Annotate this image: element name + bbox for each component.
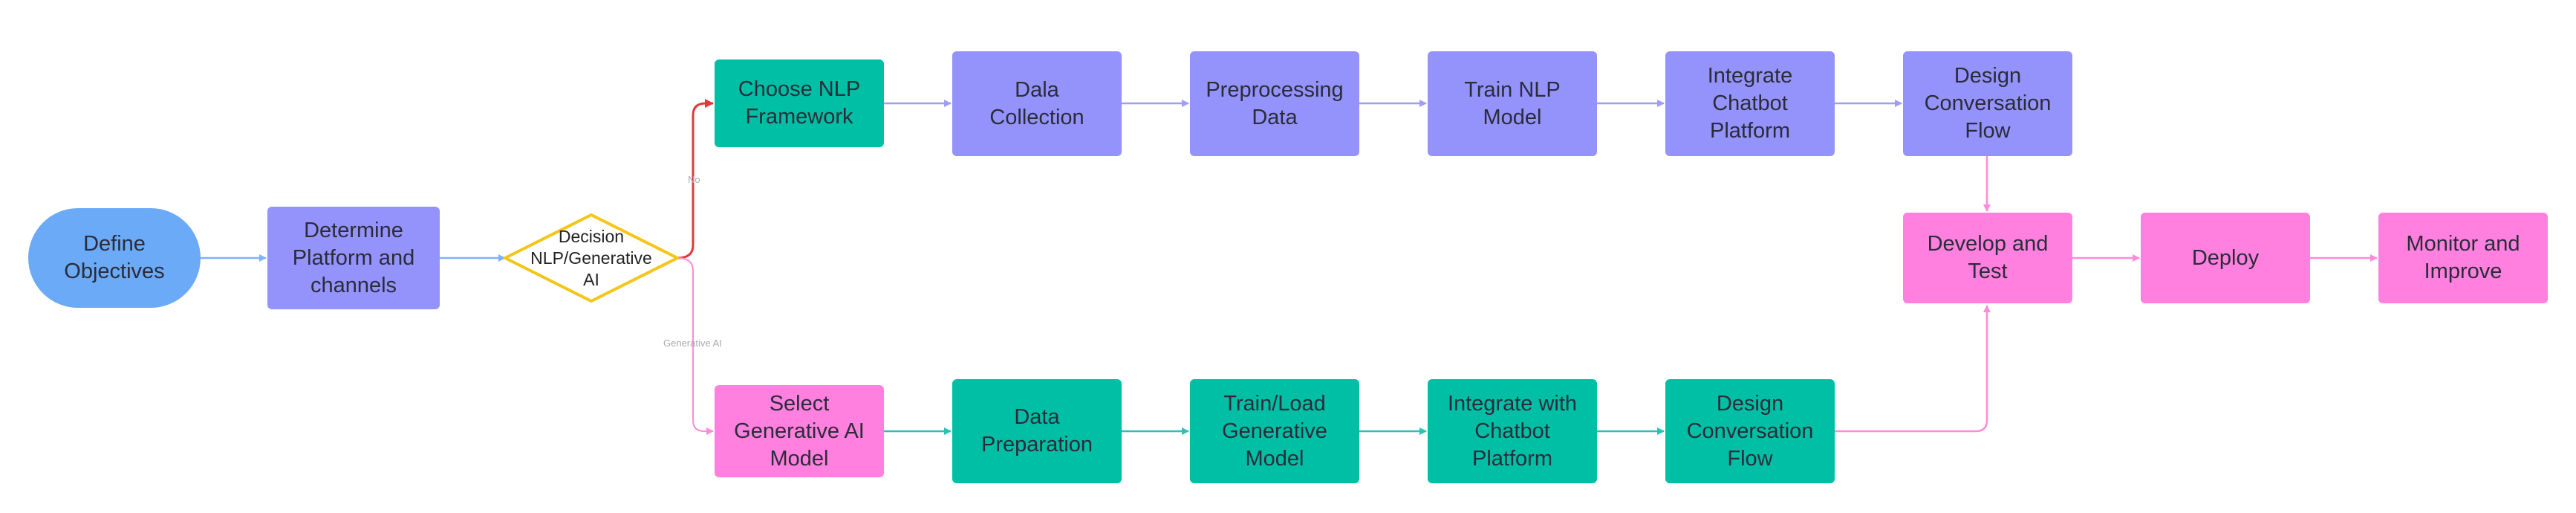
node-label: Deploy xyxy=(2191,245,2260,270)
node-label: Integrate Chatbot Platform xyxy=(1707,64,1793,143)
node-design-conversation-flow-top[interactable]: Design Conversation Flow xyxy=(1903,51,2072,156)
node-monitor-and-improve[interactable]: Monitor and Improve xyxy=(2378,213,2548,303)
node-determine-platform[interactable]: Determine Platform and channels xyxy=(267,207,440,309)
node-label: Preprocessing Data xyxy=(1206,77,1344,129)
node-select-generative-model[interactable]: Select Generative AI Model xyxy=(715,385,884,477)
edge-label-generative-ai: Generative AI xyxy=(663,338,722,349)
node-data-preparation[interactable]: Data Preparation xyxy=(952,379,1122,483)
node-label: Design Conversation Flow xyxy=(1924,64,2052,143)
node-label: Develop and Test xyxy=(1927,232,2049,283)
decision-node[interactable]: Decision NLP/Generative AI xyxy=(505,215,677,301)
node-label: Choose NLP Framework xyxy=(738,77,861,129)
node-label: Design Conversation Flow xyxy=(1686,391,1814,471)
node-develop-and-test[interactable]: Develop and Test xyxy=(1903,213,2072,303)
node-data-collection[interactable]: Dala Collection xyxy=(952,51,1122,156)
node-label: Data Preparation xyxy=(981,405,1093,456)
node-label: Monitor and Improve xyxy=(2406,232,2520,283)
node-label: Dala Collection xyxy=(989,77,1084,129)
node-label: Train/Load Generative Model xyxy=(1222,391,1327,471)
decision-diamond xyxy=(504,213,679,303)
edge-decision-to-nlp xyxy=(677,99,714,259)
node-label: Integrate with Chatbot Platform xyxy=(1447,391,1578,471)
start-node-define-objectives[interactable]: Define Objectives xyxy=(28,208,201,308)
node-preprocessing-data[interactable]: Preprocessing Data xyxy=(1190,51,1359,156)
node-integrate-with-chatbot[interactable]: Integrate with Chatbot Platform xyxy=(1428,379,1597,483)
node-design-conversation-flow-bottom[interactable]: Design Conversation Flow xyxy=(1665,379,1835,483)
decision-label: Decision NLP/Generative AI xyxy=(530,226,652,289)
edge-label-no: No xyxy=(688,174,700,185)
node-label: Determine Platform and channels xyxy=(292,218,415,297)
node-label: Define Objectives xyxy=(64,232,165,283)
edge-decision-to-generative xyxy=(677,257,714,435)
edge-design-bottom-to-develop xyxy=(1835,305,1991,433)
node-label: Train NLP Model xyxy=(1464,77,1561,129)
node-integrate-chatbot-platform[interactable]: Integrate Chatbot Platform xyxy=(1665,51,1835,156)
node-deploy[interactable]: Deploy xyxy=(2141,213,2310,303)
node-train-nlp-model[interactable]: Train NLP Model xyxy=(1428,51,1597,156)
node-train-load-generative[interactable]: Train/Load Generative Model xyxy=(1190,379,1359,483)
node-choose-nlp-framework[interactable]: Choose NLP Framework xyxy=(715,59,884,147)
node-label: Select Generative AI Model xyxy=(734,391,865,471)
